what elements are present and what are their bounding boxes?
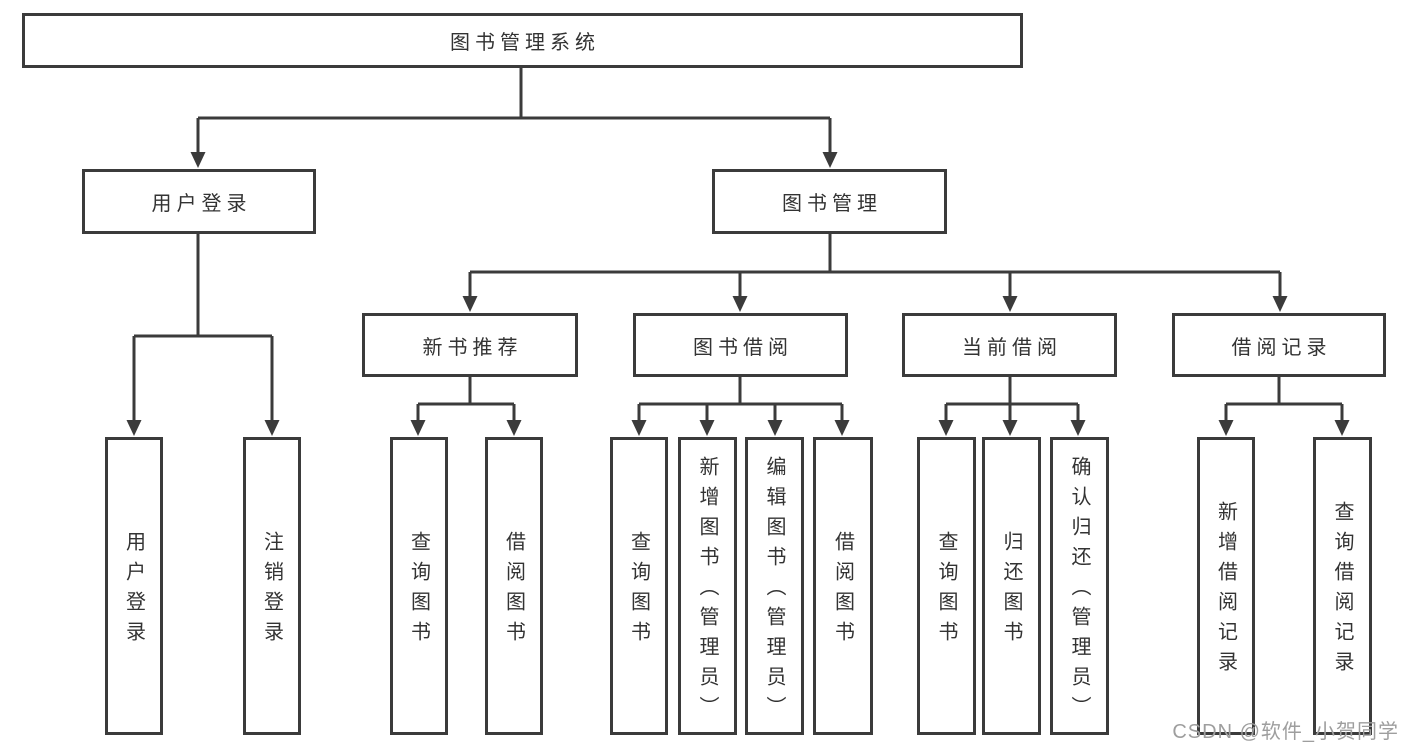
node-label: 用户登录 [151, 193, 252, 215]
arrowhead-icon [631, 420, 647, 436]
connector-borrowrecords-to-leaves [1224, 376, 1344, 424]
node-label: 查询借阅记录 [1331, 501, 1353, 681]
node-root-system: 图书管理系统 [22, 13, 1023, 68]
leaf-query-books-borrow: 查询图书 [610, 437, 668, 735]
arrowhead-icon [462, 296, 478, 312]
watermark: CSDN @软件_小贺同学 [1172, 721, 1399, 743]
node-label: 新增借阅记录 [1214, 501, 1237, 681]
node-label: 新增图书（管理员） [696, 456, 718, 726]
node-label: 图书借阅 [693, 336, 793, 359]
leaf-return-books: 归还图书 [982, 437, 1041, 735]
node-new-book-recommend: 新书推荐 [362, 313, 578, 377]
leaf-borrow-books-recommend: 借阅图书 [485, 437, 543, 735]
node-label: 借阅记录 [1231, 336, 1332, 359]
arrowhead-icon [1334, 420, 1350, 436]
arrowhead-icon [1218, 420, 1234, 436]
node-label: 新书推荐 [422, 336, 523, 359]
node-label: 查询图书 [627, 531, 650, 651]
arrowhead-icon [190, 152, 206, 168]
connector-currentborrow-to-leaves [944, 376, 1080, 424]
connector-newbooks-to-leaves [416, 376, 516, 424]
node-book-borrow: 图书借阅 [633, 313, 848, 377]
connector-bookmgmt-to-level3 [468, 233, 1282, 300]
node-label: 借阅图书 [502, 531, 525, 651]
arrowhead-icon [506, 420, 522, 436]
arrowhead-icon [1272, 296, 1288, 312]
node-label: 注销登录 [260, 531, 283, 651]
arrowhead-icon [732, 296, 748, 312]
connector-userlogin-to-leaves [132, 233, 274, 424]
leaf-query-books-recommend: 查询图书 [390, 437, 448, 735]
arrowhead-icon [699, 420, 715, 436]
leaf-confirm-return-admin: 确认归还（管理员） [1050, 437, 1109, 735]
node-label: 图书管理系统 [450, 32, 600, 54]
node-label: 图书管理 [782, 193, 882, 215]
arrowhead-icon [1002, 296, 1018, 312]
node-label: 借阅图书 [831, 531, 854, 651]
node-label: 查询图书 [407, 531, 430, 651]
arrowhead-icon [410, 420, 426, 436]
node-label: 查询图书 [935, 531, 957, 651]
arrowhead-icon [126, 420, 142, 436]
leaf-query-borrow-record: 查询借阅记录 [1313, 437, 1372, 735]
leaf-user-login: 用户登录 [105, 437, 163, 735]
leaf-logout: 注销登录 [243, 437, 301, 735]
leaf-add-borrow-record: 新增借阅记录 [1197, 437, 1255, 735]
arrowhead-icon [1070, 420, 1086, 436]
leaf-borrow-books: 借阅图书 [813, 437, 873, 735]
leaf-query-books-current: 查询图书 [917, 437, 976, 735]
arrowhead-icon [822, 152, 838, 168]
node-book-management: 图书管理 [712, 169, 947, 234]
arrowhead-icon [834, 420, 850, 436]
arrowhead-icon [767, 420, 783, 436]
arrowhead-icon [938, 420, 954, 436]
node-borrow-records: 借阅记录 [1172, 313, 1386, 377]
node-user-login: 用户登录 [82, 169, 316, 234]
leaf-edit-books-admin: 编辑图书（管理员） [745, 437, 804, 735]
node-label: 确认归还（管理员） [1068, 456, 1090, 726]
node-label: 归还图书 [1000, 531, 1022, 651]
arrowhead-icon [1002, 420, 1018, 436]
leaf-add-books-admin: 新增图书（管理员） [678, 437, 737, 735]
connector-bookborrow-to-leaves [637, 376, 844, 424]
node-current-borrow: 当前借阅 [902, 313, 1117, 377]
connector-root-to-level2 [196, 67, 832, 156]
arrowhead-icon [264, 420, 280, 436]
node-label: 编辑图书（管理员） [763, 456, 785, 726]
node-label: 当前借阅 [962, 336, 1062, 359]
node-label: 用户登录 [122, 531, 145, 651]
